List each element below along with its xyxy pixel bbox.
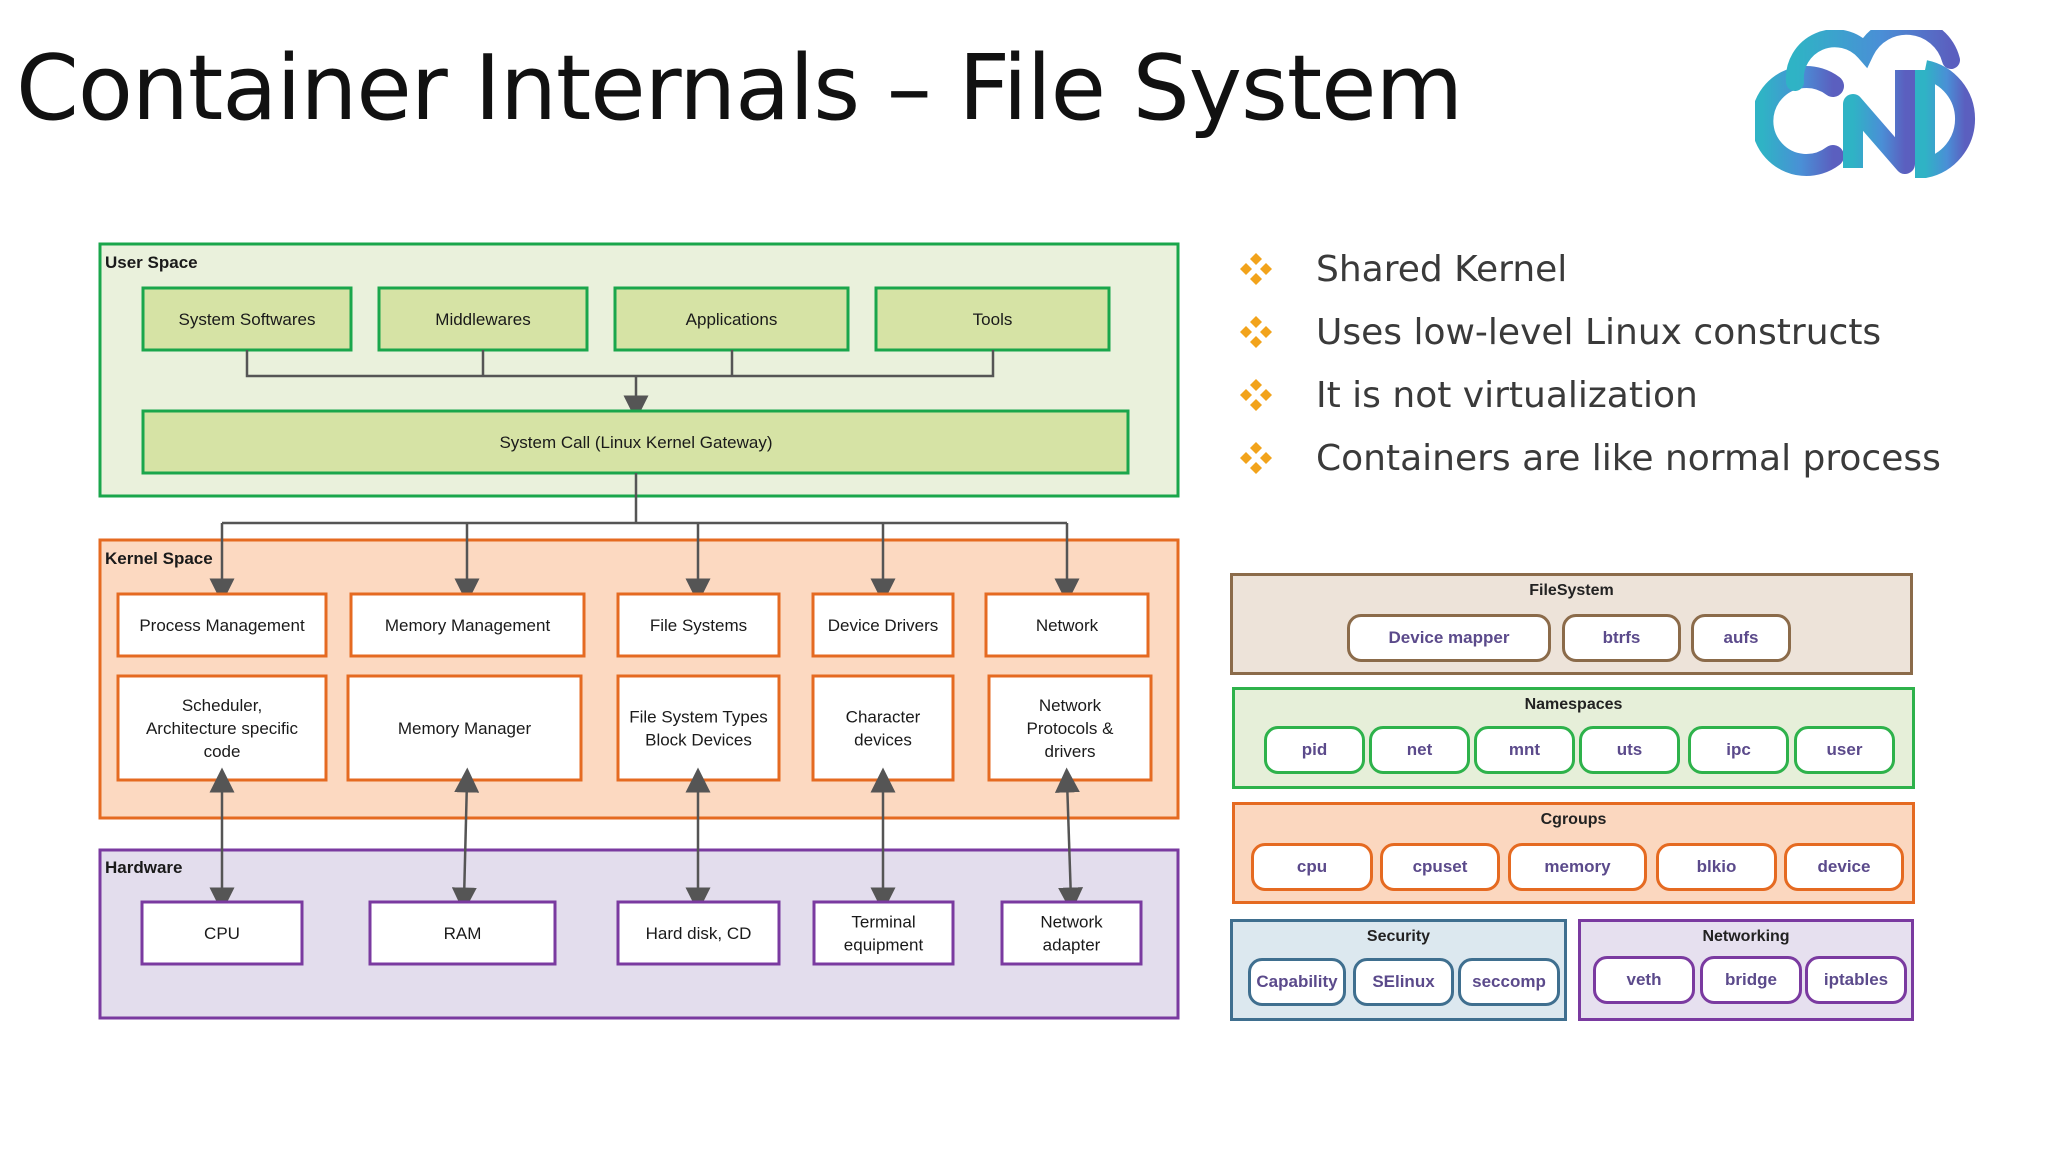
kernel-detail-label: Network [1039, 696, 1102, 715]
kernel-detail-label: Protocols & [1027, 719, 1115, 738]
kernel-detail-box [987, 674, 1153, 782]
filesystem-panel-title: FileSystem [1529, 582, 1614, 599]
user-space-box-label: Middlewares [435, 310, 530, 329]
kernel-module-label: Memory Management [385, 616, 551, 635]
networking-item: bridge [1700, 956, 1802, 1004]
kernel-detail-box [811, 674, 955, 782]
cgroups-item: blkio [1656, 843, 1777, 891]
bullet-item: Containers are like normal process [1240, 433, 1941, 483]
user-space-box [613, 286, 850, 352]
kernel-detail-label: Character [846, 707, 921, 726]
hardware-box-label: Hard disk, CD [646, 924, 752, 943]
kernel-space-label: Kernel Space [105, 549, 213, 568]
namespaces-item: pid [1264, 726, 1365, 774]
namespaces-panel-title: Namespaces [1524, 696, 1623, 713]
kernel-detail-label: code [204, 742, 241, 761]
kernel-module-box [349, 592, 586, 658]
cgroups-item: device [1784, 843, 1904, 891]
filesystem-item: Device mapper [1347, 614, 1551, 662]
cloud-logo-icon [1755, 30, 1976, 178]
kernel-module-label: File Systems [650, 616, 747, 635]
kernel-detail-label: File System Types [629, 707, 768, 726]
hardware-box-label: Network [1040, 912, 1103, 931]
kernel-detail-box [616, 674, 781, 782]
filesystem-item: btrfs [1562, 614, 1681, 662]
four-diamond-bullet-icon [1240, 253, 1272, 285]
user-space-box-label: System Softwares [179, 310, 316, 329]
user-space-label: User Space [105, 253, 198, 272]
bullet-text: Shared Kernel [1316, 248, 1568, 290]
hardware-link-arrow [1054, 767, 1084, 913]
kernel-module-label: Device Drivers [828, 616, 939, 635]
filesystem-item: aufs [1691, 614, 1791, 662]
networking-item: veth [1593, 956, 1695, 1004]
user-space-box [874, 286, 1111, 352]
namespaces-item: mnt [1474, 726, 1575, 774]
kernel-module-box [116, 592, 328, 658]
bullet-item: Shared Kernel [1240, 244, 1567, 294]
kernel-detail-label: Block Devices [645, 730, 752, 749]
namespaces-item: ipc [1688, 726, 1789, 774]
kernel-module-label: Process Management [139, 616, 305, 635]
cgroups-panel-title: Cgroups [1540, 811, 1607, 828]
hardware-label: Hardware [105, 858, 182, 877]
user-space-connector [245, 350, 995, 378]
hardware-box-label: CPU [204, 924, 240, 943]
four-diamond-bullet-icon [1240, 379, 1272, 411]
cgroups-item: cpuset [1380, 843, 1500, 891]
namespaces-item: user [1794, 726, 1895, 774]
networking-panel-title: Networking [1702, 928, 1790, 945]
user-space-box-label: Tools [973, 310, 1013, 329]
hardware-box [1000, 900, 1143, 966]
hardware-box-label: adapter [1043, 935, 1101, 954]
namespaces-item: uts [1579, 726, 1680, 774]
hardware-box [812, 900, 955, 966]
security-item: Capability [1248, 958, 1346, 1006]
kernel-detail-label: Scheduler, [182, 696, 262, 715]
hardware-link-arrow [451, 767, 480, 913]
hardware-box-label: RAM [444, 924, 482, 943]
bullet-text: Uses low-level Linux constructs [1316, 311, 1882, 353]
kernel-module-box [984, 592, 1150, 658]
namespaces-item: net [1369, 726, 1470, 774]
kernel-detail-box [346, 674, 583, 782]
bullet-text: Containers are like normal process [1316, 437, 1941, 479]
kernel-detail-label: Architecture specific [146, 719, 299, 738]
kernel-module-box [616, 592, 781, 658]
kernel-module-box [811, 592, 955, 658]
kernel-detail-label: drivers [1044, 742, 1095, 761]
hardware-box [140, 900, 304, 966]
four-diamond-bullet-icon [1240, 316, 1272, 348]
bullet-item: Uses low-level Linux constructs [1240, 307, 1881, 357]
user-space-box-label: Applications [686, 310, 778, 329]
four-diamond-bullet-icon [1240, 442, 1272, 474]
security-item: SElinux [1353, 958, 1454, 1006]
kernel-detail-label: devices [854, 730, 912, 749]
syscall-label: System Call (Linux Kernel Gateway) [499, 433, 772, 452]
security-item: seccomp [1458, 958, 1560, 1006]
hardware-box-label: equipment [844, 935, 924, 954]
bullet-text: It is not virtualization [1316, 374, 1698, 416]
kernel-detail-label: Memory Manager [398, 719, 532, 738]
hardware-box [368, 900, 557, 966]
hardware-box [616, 900, 781, 966]
bullet-item: It is not virtualization [1240, 370, 1698, 420]
networking-item: iptables [1805, 956, 1907, 1004]
kernel-module-label: Network [1036, 616, 1099, 635]
hardware-box-label: Terminal [851, 912, 915, 931]
slide-title: Container Internals – File System [16, 36, 1463, 141]
security-panel-title: Security [1366, 928, 1431, 945]
user-space-box [141, 286, 353, 352]
cgroups-item: memory [1508, 843, 1647, 891]
kernel-detail-box [116, 674, 328, 782]
cgroups-item: cpu [1251, 843, 1373, 891]
